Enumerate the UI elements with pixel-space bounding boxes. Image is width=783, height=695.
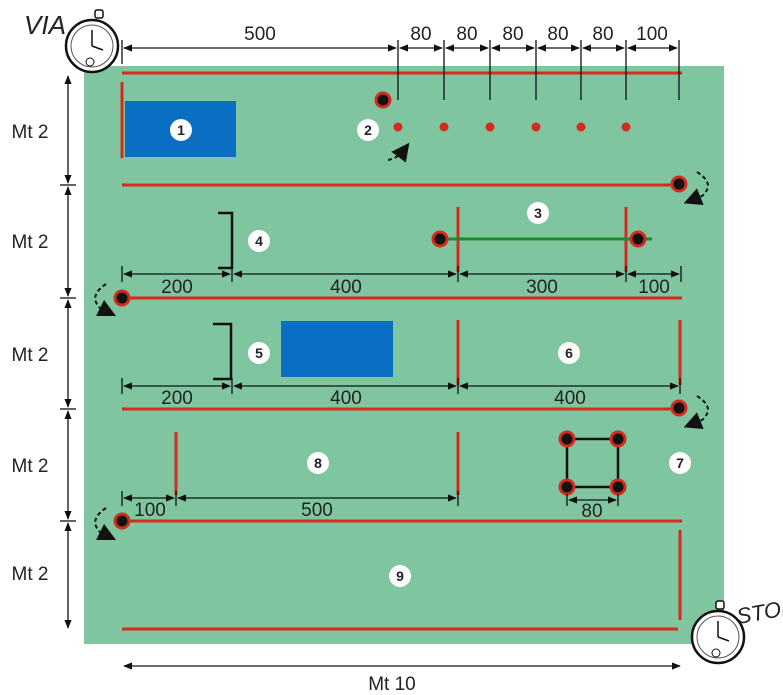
top-dim-label: 80 — [592, 24, 613, 45]
bracket-5 — [213, 322, 233, 381]
turn-arrows — [94, 142, 709, 541]
station-badges: 1 2 3 4 5 6 7 8 9 — [170, 119, 691, 587]
svg-text:8: 8 — [314, 455, 322, 471]
row4-ticks — [121, 491, 459, 506]
station-badge-2: 2 — [357, 119, 379, 141]
row-height-dimension — [60, 75, 76, 629]
row-height-label: Mt 2 — [12, 122, 49, 143]
station-badge-8: 8 — [307, 452, 329, 474]
station-badge-3: 3 — [527, 202, 549, 224]
square-dimension — [566, 494, 619, 506]
top-dim-label: 80 — [410, 24, 431, 45]
row2-dim-label: 400 — [330, 277, 362, 298]
start-label: VIA — [24, 10, 66, 40]
row-height-label: Mt 2 — [12, 564, 49, 585]
row2-dim-label: 300 — [526, 277, 558, 298]
row-height-label: Mt 2 — [12, 232, 49, 253]
top-dim-label: 100 — [636, 24, 668, 45]
svg-text:9: 9 — [396, 568, 404, 584]
top-dim-label: 500 — [244, 24, 276, 45]
stopwatch-stop-icon — [690, 600, 746, 665]
obstacle-box-5 — [281, 321, 393, 377]
stopwatch-start-icon — [64, 9, 120, 74]
station-badge-7: 7 — [669, 452, 691, 474]
svg-text:2: 2 — [364, 122, 372, 138]
svg-text:5: 5 — [255, 345, 263, 361]
top-dim-label: 80 — [456, 24, 477, 45]
square-pivot — [558, 430, 627, 496]
station-badge-1: 1 — [170, 119, 192, 141]
row3-dim-label: 200 — [161, 388, 193, 409]
row4-dim-label: 500 — [301, 500, 333, 521]
station-badge-5: 5 — [248, 342, 270, 364]
svg-text:7: 7 — [676, 455, 684, 471]
top-dim-label: 80 — [502, 24, 523, 45]
svg-text:1: 1 — [177, 122, 185, 138]
svg-text:3: 3 — [534, 205, 542, 221]
top-dimension-ticks — [121, 40, 680, 100]
row4-dim-label: 100 — [134, 500, 166, 521]
svg-text:6: 6 — [565, 345, 573, 361]
turn-markers — [113, 91, 688, 530]
total-width-label: Mt 10 — [368, 674, 416, 695]
svg-text:4: 4 — [255, 233, 263, 249]
bracket-4 — [218, 211, 234, 270]
slalom-dots — [393, 122, 631, 132]
station-badge-9: 9 — [389, 565, 411, 587]
stop-label: STOP — [735, 594, 783, 629]
row2-dim-label: 100 — [638, 277, 670, 298]
row2-ticks — [121, 266, 682, 282]
row2-dim-label: 200 — [161, 277, 193, 298]
square-dim-label: 80 — [581, 501, 602, 522]
row3-dim-label: 400 — [330, 388, 362, 409]
row3-ticks — [121, 378, 681, 394]
row-height-label: Mt 2 — [12, 345, 49, 366]
station-badge-6: 6 — [558, 342, 580, 364]
row3-dim-label: 400 — [554, 388, 586, 409]
row-height-label: Mt 2 — [12, 456, 49, 477]
station-badge-4: 4 — [248, 230, 270, 252]
top-dim-label: 80 — [547, 24, 568, 45]
